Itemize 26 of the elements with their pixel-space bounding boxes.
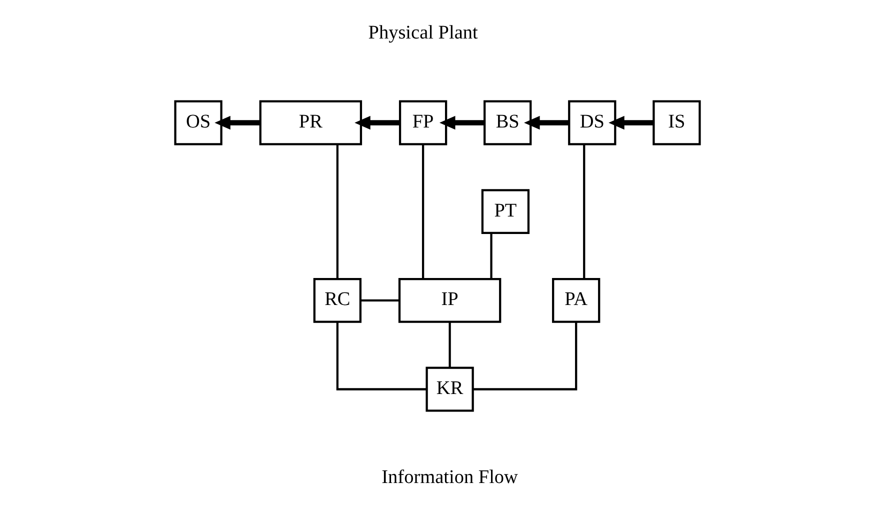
node-box: IP: [398, 278, 502, 323]
connector: [490, 233, 492, 279]
arrow: [608, 116, 654, 130]
node-box: DS: [568, 100, 616, 146]
connector: [448, 322, 451, 368]
node-box: PT: [481, 189, 530, 234]
arrow: [214, 116, 260, 130]
arrow: [354, 116, 400, 130]
connector: [336, 322, 427, 390]
connector: [422, 144, 424, 279]
arrow: [524, 116, 570, 130]
node-box: IS: [652, 100, 701, 146]
node-box: PR: [259, 100, 362, 146]
node-box: RC: [313, 278, 362, 323]
node-box: BS: [484, 100, 532, 146]
node-box: FP: [398, 100, 448, 146]
label: Information Flow: [382, 466, 518, 488]
connector: [360, 299, 400, 302]
node-box: PA: [552, 278, 600, 323]
arrow: [439, 116, 485, 130]
connector: [336, 144, 338, 279]
node-box: KR: [426, 366, 474, 412]
connector: [583, 144, 586, 279]
connector: [472, 322, 578, 390]
label: Physical Plant: [368, 22, 478, 44]
node-box: OS: [174, 100, 222, 146]
